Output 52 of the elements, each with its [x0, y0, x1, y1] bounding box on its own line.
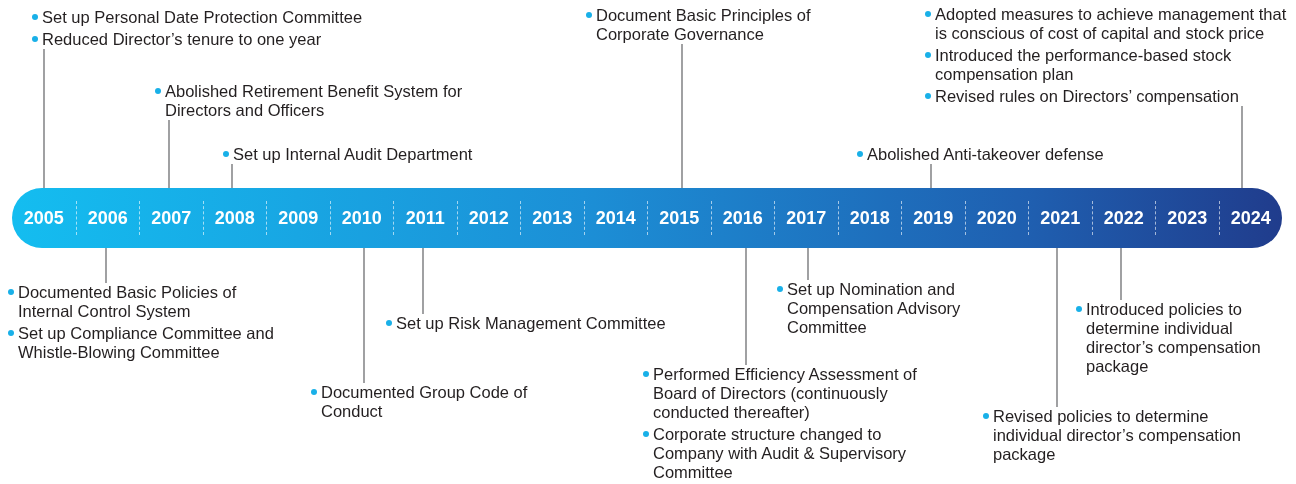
- year-label: 2013: [520, 201, 584, 235]
- bullet-text: Set up Risk Management Committee: [386, 314, 716, 333]
- leader-line: [231, 163, 233, 189]
- bullet-text: Performed Efficiency Assessment of Board of Directors (continuously conducted thereafter): [643, 365, 948, 422]
- leader-line: [43, 48, 45, 189]
- bullet-text: Set up Personal Date Protection Committee: [32, 8, 422, 27]
- bullet-text: Adopted measures to achieve management that is conscious of cost of capital and stock price: [925, 5, 1293, 43]
- leader-line: [422, 247, 424, 315]
- bullet-text: Introduced policies to determine individual director’s compensation package: [1076, 300, 1296, 376]
- bullet-text: Abolished Retirement Benefit System for Directors and Officers: [155, 82, 495, 120]
- bullet-text: Set up Compliance Committee and Whistle-Blowing Committee: [8, 324, 288, 362]
- bullet-text: Set up Nomination and Compensation Advisory Committee: [777, 280, 992, 337]
- year-label: 2015: [647, 201, 711, 235]
- leader-line: [105, 247, 107, 284]
- year-label: 2009: [266, 201, 330, 235]
- year-label: 2016: [710, 201, 774, 235]
- bullet-text: Abolished Anti-takeover defense: [857, 145, 1157, 164]
- leader-line: [681, 43, 683, 189]
- year-label: 2011: [393, 201, 457, 235]
- year-label: 2008: [202, 201, 266, 235]
- leader-line: [807, 247, 809, 281]
- year-label: 2020: [964, 201, 1028, 235]
- bullet-text: Documented Group Code of Conduct: [311, 383, 566, 421]
- bullet-text: Revised policies to determine individual director’s compensation package: [983, 407, 1248, 464]
- bullet-text: Introduced the performance-based stock compensation plan: [925, 46, 1293, 84]
- bullet-text: Documented Basic Policies of Internal Control System: [8, 283, 288, 321]
- year-label: 2022: [1091, 201, 1155, 235]
- timeline-bar: [12, 188, 1282, 248]
- year-label: 2021: [1028, 201, 1092, 235]
- leader-line: [1241, 105, 1243, 189]
- bullet-text: Reduced Director’s tenure to one year: [32, 30, 422, 49]
- bullet-text: Corporate structure changed to Company with Audit & Supervisory Committee: [643, 425, 948, 482]
- year-label: 2019: [901, 201, 965, 235]
- year-label: 2023: [1155, 201, 1219, 235]
- leader-line: [745, 247, 747, 366]
- leader-line: [930, 163, 932, 189]
- bullet-text: Document Basic Principles of Corporate Governance: [586, 6, 831, 44]
- leader-line: [363, 247, 365, 384]
- year-label: 2010: [329, 201, 393, 235]
- year-label: 2014: [583, 201, 647, 235]
- bullet-text: Revised rules on Directors’ compensation: [925, 87, 1293, 106]
- year-label: 2024: [1218, 201, 1282, 235]
- year-label: 2017: [774, 201, 838, 235]
- year-label: 2007: [139, 201, 203, 235]
- year-label: 2012: [456, 201, 520, 235]
- leader-line: [1056, 247, 1058, 408]
- year-label: 2006: [75, 201, 139, 235]
- leader-line: [1120, 247, 1122, 301]
- year-label: 2018: [837, 201, 901, 235]
- year-label: 2005: [12, 201, 76, 235]
- bullet-text: Set up Internal Audit Department: [223, 145, 523, 164]
- leader-line: [168, 119, 170, 189]
